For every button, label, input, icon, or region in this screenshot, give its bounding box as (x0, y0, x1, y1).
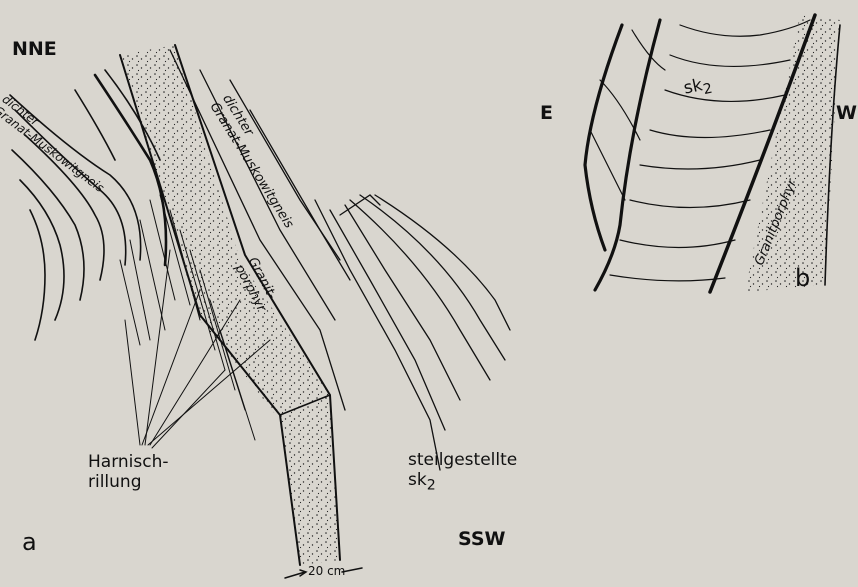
scale-label: 20 cm (308, 564, 345, 578)
steil-sub: 2 (427, 477, 436, 493)
direction-w: W (836, 102, 857, 124)
harnisch-line2: rillung (88, 472, 142, 492)
sk2-text-b: sk (682, 75, 704, 98)
direction-e: E (540, 102, 553, 124)
steil-label: steilgestellte sk2 (408, 450, 517, 495)
sketch-b (585, 15, 840, 292)
direction-nne: NNE (12, 38, 57, 60)
sk2-lines-a (315, 195, 510, 470)
harnisch-label: Harnisch- rillung (88, 452, 169, 492)
harnisch-line1: Harnisch- (88, 452, 169, 472)
steil-line1: steilgestellte (408, 450, 517, 470)
direction-ssw: SSW (458, 528, 505, 550)
panel-label-b: b (795, 264, 810, 292)
panel-label-a: a (22, 528, 37, 556)
steil-line2: sk (408, 470, 427, 490)
